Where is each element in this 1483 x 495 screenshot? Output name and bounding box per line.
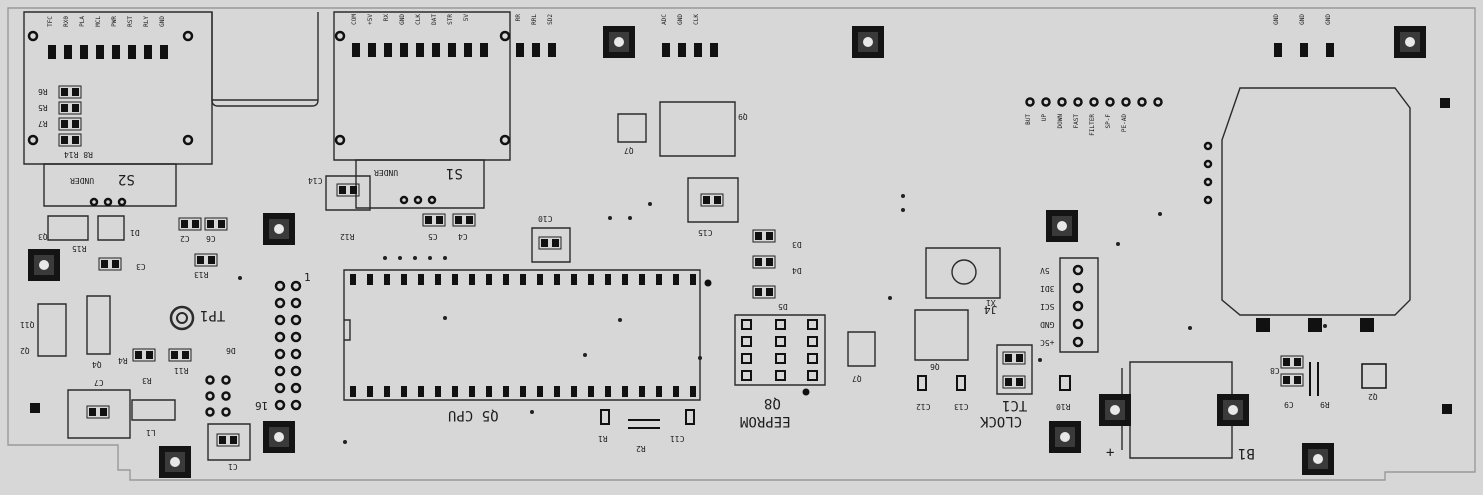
header-label-pe-ad: PE-AD bbox=[1121, 114, 1128, 133]
s2-label: S2 bbox=[118, 171, 135, 187]
q2-right-label: Q2 bbox=[1368, 392, 1378, 401]
r15-label: R15 bbox=[72, 244, 87, 253]
pin-label-clk: CLK bbox=[415, 14, 422, 25]
pin-label-str: STR bbox=[447, 14, 454, 25]
header-label-up: UP bbox=[1041, 114, 1048, 122]
pin-label-gnd-r2: GND bbox=[1299, 14, 1306, 25]
pin-label-rx0: RX0 bbox=[63, 16, 70, 27]
r13-label: R13 bbox=[194, 270, 209, 279]
tp1-label: TP1 bbox=[200, 307, 226, 323]
s2-under-label: UNDER bbox=[70, 176, 95, 185]
j4-pin-3di: 3DI bbox=[1040, 284, 1055, 293]
pin-label-sd2: SD2 bbox=[547, 14, 554, 25]
battery-plus: + bbox=[1106, 445, 1115, 461]
q4-label: Q4 bbox=[92, 360, 102, 369]
c8-label: C8 bbox=[1270, 366, 1280, 375]
r6-label: R6 bbox=[38, 87, 48, 96]
pin-label-rr: RR bbox=[515, 14, 522, 22]
q8-label: Q8 bbox=[764, 395, 781, 411]
x1-label: X1 bbox=[986, 298, 996, 307]
d6-label: D6 bbox=[226, 346, 236, 355]
q7-top-label: Q7 bbox=[624, 146, 634, 155]
c13-label: C13 bbox=[954, 402, 969, 411]
c4-label: C4 bbox=[458, 232, 468, 241]
r3-label: R3 bbox=[142, 376, 152, 385]
r8-r14-label: R8 R14 bbox=[64, 150, 93, 159]
d4-label: D4 bbox=[792, 266, 802, 275]
pin-label-com: COM bbox=[351, 14, 358, 25]
r2-label: R2 bbox=[636, 444, 646, 453]
d3-label: D3 bbox=[792, 240, 802, 249]
pin-label-rly: RLY bbox=[143, 16, 150, 27]
header-label-but: BUT bbox=[1025, 114, 1032, 125]
s1-under-label: UNDER bbox=[374, 168, 399, 177]
j4-pin-5v: 5V bbox=[1040, 266, 1050, 275]
l1-label: L1 bbox=[146, 428, 156, 437]
pin-label-clk-2: CLK bbox=[693, 14, 700, 25]
c12-label: C12 bbox=[916, 402, 931, 411]
c5-label: C5 bbox=[428, 232, 438, 241]
pin-label-gnd: GND bbox=[159, 16, 166, 27]
c14-label: C14 bbox=[308, 176, 323, 185]
pin-16-label: 16 bbox=[255, 399, 269, 412]
c9-label: C9 bbox=[1284, 400, 1294, 409]
pin-label-gnd-r3: GND bbox=[1325, 14, 1332, 25]
r1-label: R1 bbox=[598, 434, 608, 443]
eeprom-label: EEPROM bbox=[740, 413, 791, 429]
c3-label: C3 bbox=[136, 262, 146, 271]
header-label-down: DOWN bbox=[1057, 114, 1064, 129]
r7-label: R7 bbox=[38, 119, 48, 128]
r12-label: R12 bbox=[340, 232, 355, 241]
pin-1-label: 1 bbox=[304, 271, 311, 284]
tc1-label: TC1 bbox=[1002, 397, 1028, 413]
pin-label-rrl: RRL bbox=[531, 14, 538, 25]
c6-label: C6 bbox=[206, 234, 216, 243]
cpu-label: Q5 CPU bbox=[448, 407, 499, 423]
c10-label: C10 bbox=[538, 214, 553, 223]
r11-label: R11 bbox=[174, 366, 189, 375]
pin-label-tfc: TFC bbox=[47, 16, 54, 27]
pin-label-pla: PLA bbox=[79, 16, 86, 27]
pin-label-5v: 5V bbox=[463, 14, 470, 22]
j4-pin-5c: +5C bbox=[1040, 338, 1055, 347]
j4-pin-gnd: GND bbox=[1040, 320, 1055, 329]
clock-label: CLOCK bbox=[980, 413, 1023, 429]
pin-label-pwr: PWR bbox=[111, 16, 118, 27]
c2-label: C2 bbox=[180, 234, 190, 243]
c1-label: C1 bbox=[228, 462, 238, 471]
r4-label: R4 bbox=[118, 356, 128, 365]
q11-label: Q11 bbox=[20, 320, 35, 329]
r9-label: R9 bbox=[1320, 400, 1330, 409]
d1-label: D1 bbox=[130, 228, 140, 237]
q6-label: Q6 bbox=[930, 362, 940, 371]
header-label-sp-f: SP-F bbox=[1105, 114, 1112, 129]
r5-label: R5 bbox=[38, 103, 48, 112]
pin-label-mcl: MCL bbox=[95, 16, 102, 27]
pin-label-adc: ADC bbox=[661, 14, 668, 25]
q7-label: Q7 bbox=[852, 374, 862, 383]
d5-label: D5 bbox=[778, 302, 788, 311]
r10-label: R10 bbox=[1056, 402, 1071, 411]
header-label-fast: FAST bbox=[1073, 114, 1080, 129]
c15-label: C15 bbox=[698, 228, 713, 237]
q2-label: Q2 bbox=[20, 346, 30, 355]
pin-label-rx: RX bbox=[383, 14, 390, 22]
pin-label-gnd-3: GND bbox=[677, 14, 684, 25]
b1-label: B1 bbox=[1238, 445, 1255, 461]
q9-label: Q9 bbox=[738, 112, 748, 121]
s1-label: S1 bbox=[446, 165, 463, 181]
q3-label: Q3 bbox=[38, 232, 48, 241]
pin-label-5v-plus: +5V bbox=[367, 14, 374, 25]
c11-label: C11 bbox=[670, 434, 685, 443]
pin-label-rst: RST bbox=[127, 16, 134, 27]
c7-label: C7 bbox=[94, 378, 104, 387]
pin-label-dat: DAT bbox=[431, 14, 438, 25]
header-label-filter: FILTER bbox=[1089, 114, 1096, 136]
pin-label-gnd-2: GND bbox=[399, 14, 406, 25]
j4-pin-sci: SCI bbox=[1040, 302, 1055, 311]
pin-label-gnd-r1: GND bbox=[1273, 14, 1280, 25]
